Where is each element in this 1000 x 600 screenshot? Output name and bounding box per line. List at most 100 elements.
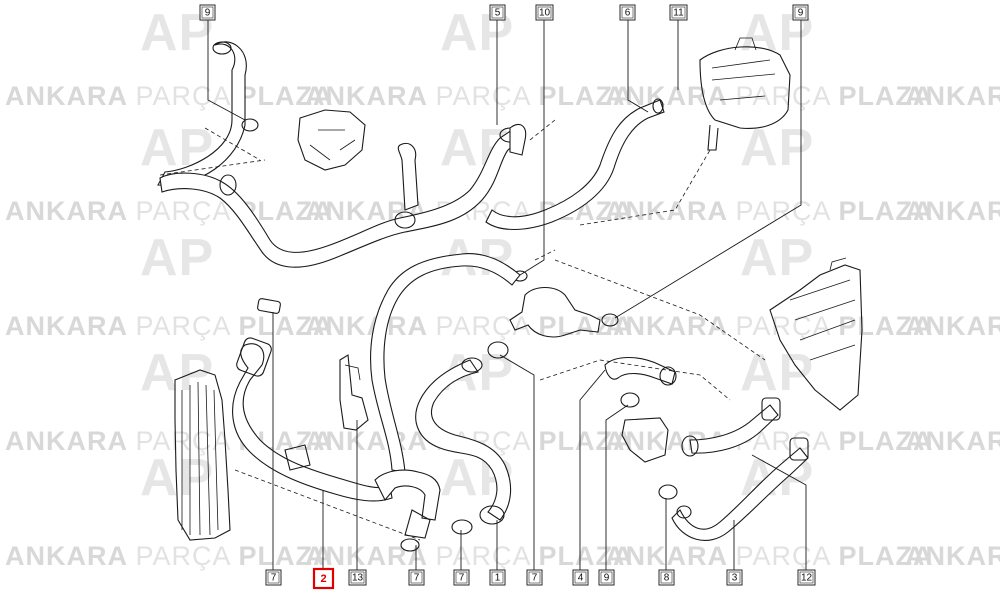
branch-hose [397, 142, 419, 211]
thermostat-housing [509, 286, 601, 338]
callout-label: 7 [532, 572, 538, 583]
hose-4-small [604, 356, 676, 385]
callout-box [408, 569, 425, 586]
hose-end [652, 98, 664, 114]
callout-9: 9 [792, 4, 809, 21]
watermark-text: ANKARA PARÇA PLAZA [605, 541, 934, 571]
callout-box [348, 569, 367, 586]
hose-drawing [157, 37, 863, 552]
expansion-tank [699, 46, 791, 129]
callout-inner-frame [267, 571, 280, 584]
dashed-guide [539, 359, 731, 401]
clamp [601, 313, 619, 327]
callout-7: 7 [265, 569, 282, 586]
radiator-fins [181, 381, 219, 536]
radiator [174, 369, 231, 541]
watermark-text: ANKARA PARÇA PLAZA [305, 81, 634, 111]
callout-inner-frame [574, 571, 587, 584]
watermark-text: ANKARA PARÇA PLAZA [5, 541, 334, 571]
callout-7: 7 [408, 569, 425, 586]
heater-hose-3 [671, 447, 809, 541]
clamp [400, 538, 420, 552]
clamp [257, 298, 281, 314]
clamp [487, 341, 509, 359]
callout-label: 7 [414, 572, 420, 583]
outlet-detail [309, 129, 356, 161]
clamp [284, 444, 311, 471]
watermark-text: ANKARA PARÇA PLAZA [905, 311, 1000, 341]
heater-hose-12 [689, 404, 779, 454]
watermark-text: ANKARA PARÇA PLAZA [905, 541, 1000, 571]
callout-6: 6 [619, 4, 636, 21]
callout-7: 7 [526, 569, 543, 586]
callout-inner-frame [600, 571, 613, 584]
lower-hose-2 [232, 343, 393, 502]
callout-4: 4 [572, 569, 589, 586]
watermark-text: ANKARA PARÇA PLAZA [5, 81, 334, 111]
callout-label: 13 [352, 572, 364, 583]
callout-9: 9 [598, 569, 615, 586]
callout-1: 1 [489, 569, 506, 586]
watermark-text: ANKARA PARÇA PLAZA [305, 311, 634, 341]
callout-3: 3 [726, 569, 743, 586]
callout-8: 8 [658, 569, 675, 586]
callout-box [453, 569, 470, 586]
callout-inner-frame [660, 571, 673, 584]
callout-label: 9 [604, 572, 610, 583]
callout-12: 12 [797, 569, 816, 586]
hose-6 [485, 99, 665, 230]
tank-detail [711, 37, 776, 101]
callout-inner-frame [621, 6, 634, 19]
dashed-guide [579, 149, 711, 226]
upper-left-small-hose [157, 41, 247, 186]
heater-box [769, 264, 863, 411]
dashed-guide [529, 119, 556, 261]
callout-label: 9 [798, 7, 804, 18]
callout-label: 1 [495, 572, 501, 583]
clamp [676, 505, 692, 519]
clamp [461, 357, 483, 373]
heater-box-detail [789, 257, 856, 361]
dashed-guide [554, 259, 766, 361]
clamp [620, 392, 640, 408]
clamp [241, 118, 259, 132]
callout-13: 13 [348, 569, 367, 586]
callout-inner-frame [350, 571, 365, 584]
callout-box [199, 4, 216, 21]
callout-label: 7 [271, 572, 277, 583]
callout-box [726, 569, 743, 586]
clamp [236, 337, 272, 377]
clamp [681, 435, 699, 457]
watermark-logo: AP [740, 344, 814, 402]
callout-10: 10 [535, 4, 554, 21]
watermark-text: ANKARA PARÇA PLAZA [905, 196, 1000, 226]
watermark-text: ANKARA PARÇA PLAZA [605, 196, 934, 226]
callout-2: 2 [312, 567, 335, 590]
watermark-logo: AP [740, 119, 814, 177]
y-junction [374, 469, 441, 521]
callout-inner-frame [799, 571, 814, 584]
watermark-text: ANKARA PARÇA PLAZA [5, 311, 334, 341]
callout-label: 5 [495, 7, 501, 18]
lower-hose-1 [415, 359, 512, 521]
watermark-text: ANKARA PARÇA PLAZA [605, 81, 934, 111]
clamp [451, 519, 473, 535]
watermark-text: ANKARA PARÇA PLAZA [905, 426, 1000, 456]
clamp [219, 174, 237, 196]
watermark-logo: AP [140, 344, 214, 402]
callout-box [669, 4, 688, 21]
callout-inner-frame [537, 6, 552, 19]
callout-inner-frame [491, 6, 504, 19]
callout-label: 11 [673, 7, 684, 18]
callout-inner-frame [455, 571, 468, 584]
callout-11: 11 [669, 4, 688, 21]
callout-5: 5 [489, 4, 506, 21]
outlet-manifold [297, 109, 366, 171]
watermark-text: ANKARA PARÇA PLAZA [905, 81, 1000, 111]
callout-box [312, 567, 335, 590]
callout-inner-frame [794, 6, 807, 19]
clamp [761, 397, 781, 421]
main-radiator-hose [370, 253, 521, 473]
callout-box [535, 4, 554, 21]
callout-box [792, 4, 809, 21]
